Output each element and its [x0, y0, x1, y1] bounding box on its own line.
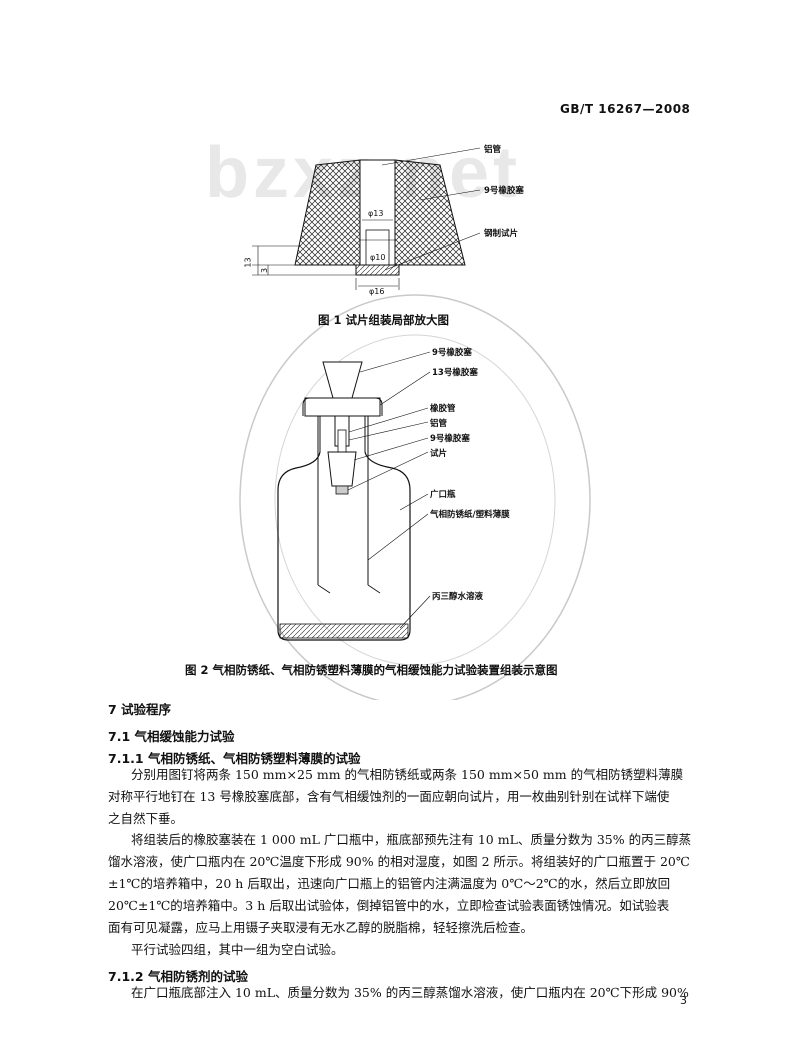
fig1-dim-d13: φ13	[368, 209, 384, 218]
fig2-label-stopper13: 13号橡胶塞	[432, 368, 478, 378]
fig2-label-al-tube: 铝管	[430, 419, 448, 429]
section-7-heading: 7 试验程序	[108, 702, 172, 717]
figures-canvas	[239, 147, 591, 700]
figure1-drawing	[252, 147, 481, 290]
fig2-label-specimen: 试片	[430, 449, 448, 459]
figure2-drawing	[277, 351, 431, 641]
paragraph-line: 20℃±1℃的培养箱中。3 h 后取出试验体，倒掉铝管中的水，立即检查试验表面锈…	[108, 898, 670, 913]
paragraph-line: 在广口瓶底部注入 10 mL、质量分数为 35% 的丙三醇蒸馏水溶液，使广口瓶内…	[131, 985, 689, 1000]
fig1-dim-h13: 13	[243, 257, 253, 268]
section-7-1-1-heading: 7.1.1 气相防锈纸、气相防锈塑料薄膜的试验	[108, 751, 361, 766]
paragraph-line: 面有可见凝露，应马上用镊子夹取浸有无水乙醇的脱脂棉，轻轻擦洗后检查。	[108, 920, 534, 935]
fig1-dim-d10: φ10	[370, 253, 386, 262]
standard-code: GB/T 16267—2008	[560, 102, 691, 116]
fig2-label-film: 气相防锈纸/塑料薄膜	[430, 510, 510, 520]
seal-watermark	[239, 294, 591, 700]
paragraph-line: 对称平行地钉在 13 号橡胶塞底部，含有气相缓蚀剂的一面应朝向试片，用一枚曲别针…	[108, 789, 670, 804]
section-7-1-2-heading: 7.1.2 气相防锈剂的试验	[108, 969, 248, 984]
fig1-label-stopper: 9号橡胶塞	[484, 186, 524, 196]
paragraph-line: 馏水溶液，使广口瓶内在 20℃温度下形成 90% 的相对湿度，如图 2 所示。将…	[108, 854, 690, 869]
paragraph-line: ±1℃的培养箱中，20 h 后取出，迅速向广口瓶上的铝管内注满温度为 0℃～2℃…	[108, 876, 671, 891]
fig2-label-solution: 丙三醇水溶液	[432, 592, 484, 602]
page-number: 3	[680, 994, 687, 1007]
fig1-dim-h3: 3	[260, 267, 270, 274]
figure2-caption: 图 2 气相防锈纸、气相防锈塑料薄膜的气相缓蚀能力试验装置组装示意图	[185, 663, 558, 677]
fig1-label-specimen: 钢制试片	[484, 229, 519, 239]
fig1-dim-d16: φ16	[369, 287, 385, 296]
paragraph-line: 将组装后的橡胶塞装在 1 000 mL 广口瓶中，瓶底部预先注有 10 mL、质…	[131, 832, 692, 847]
fig2-label-bottle: 广口瓶	[430, 490, 456, 500]
paragraph-line: 平行试验四组，其中一组为空白试验。	[131, 942, 344, 957]
fig2-label-rubber-tube: 橡胶管	[430, 404, 456, 414]
fig1-label-tube: 铝管	[484, 145, 502, 155]
paragraph-line: 之自然下垂。	[108, 811, 184, 826]
fig2-label-stopper9b: 9号橡胶塞	[430, 434, 470, 444]
fig2-label-stopper9: 9号橡胶塞	[432, 348, 472, 358]
section-7-1-heading: 7.1 气相缓蚀能力试验	[108, 729, 235, 744]
paragraph-line: 分别用图钉将两条 150 mm×25 mm 的气相防锈纸或两条 150 mm×5…	[131, 767, 684, 782]
figure1-caption: 图 1 试片组装局部放大图	[318, 313, 450, 327]
